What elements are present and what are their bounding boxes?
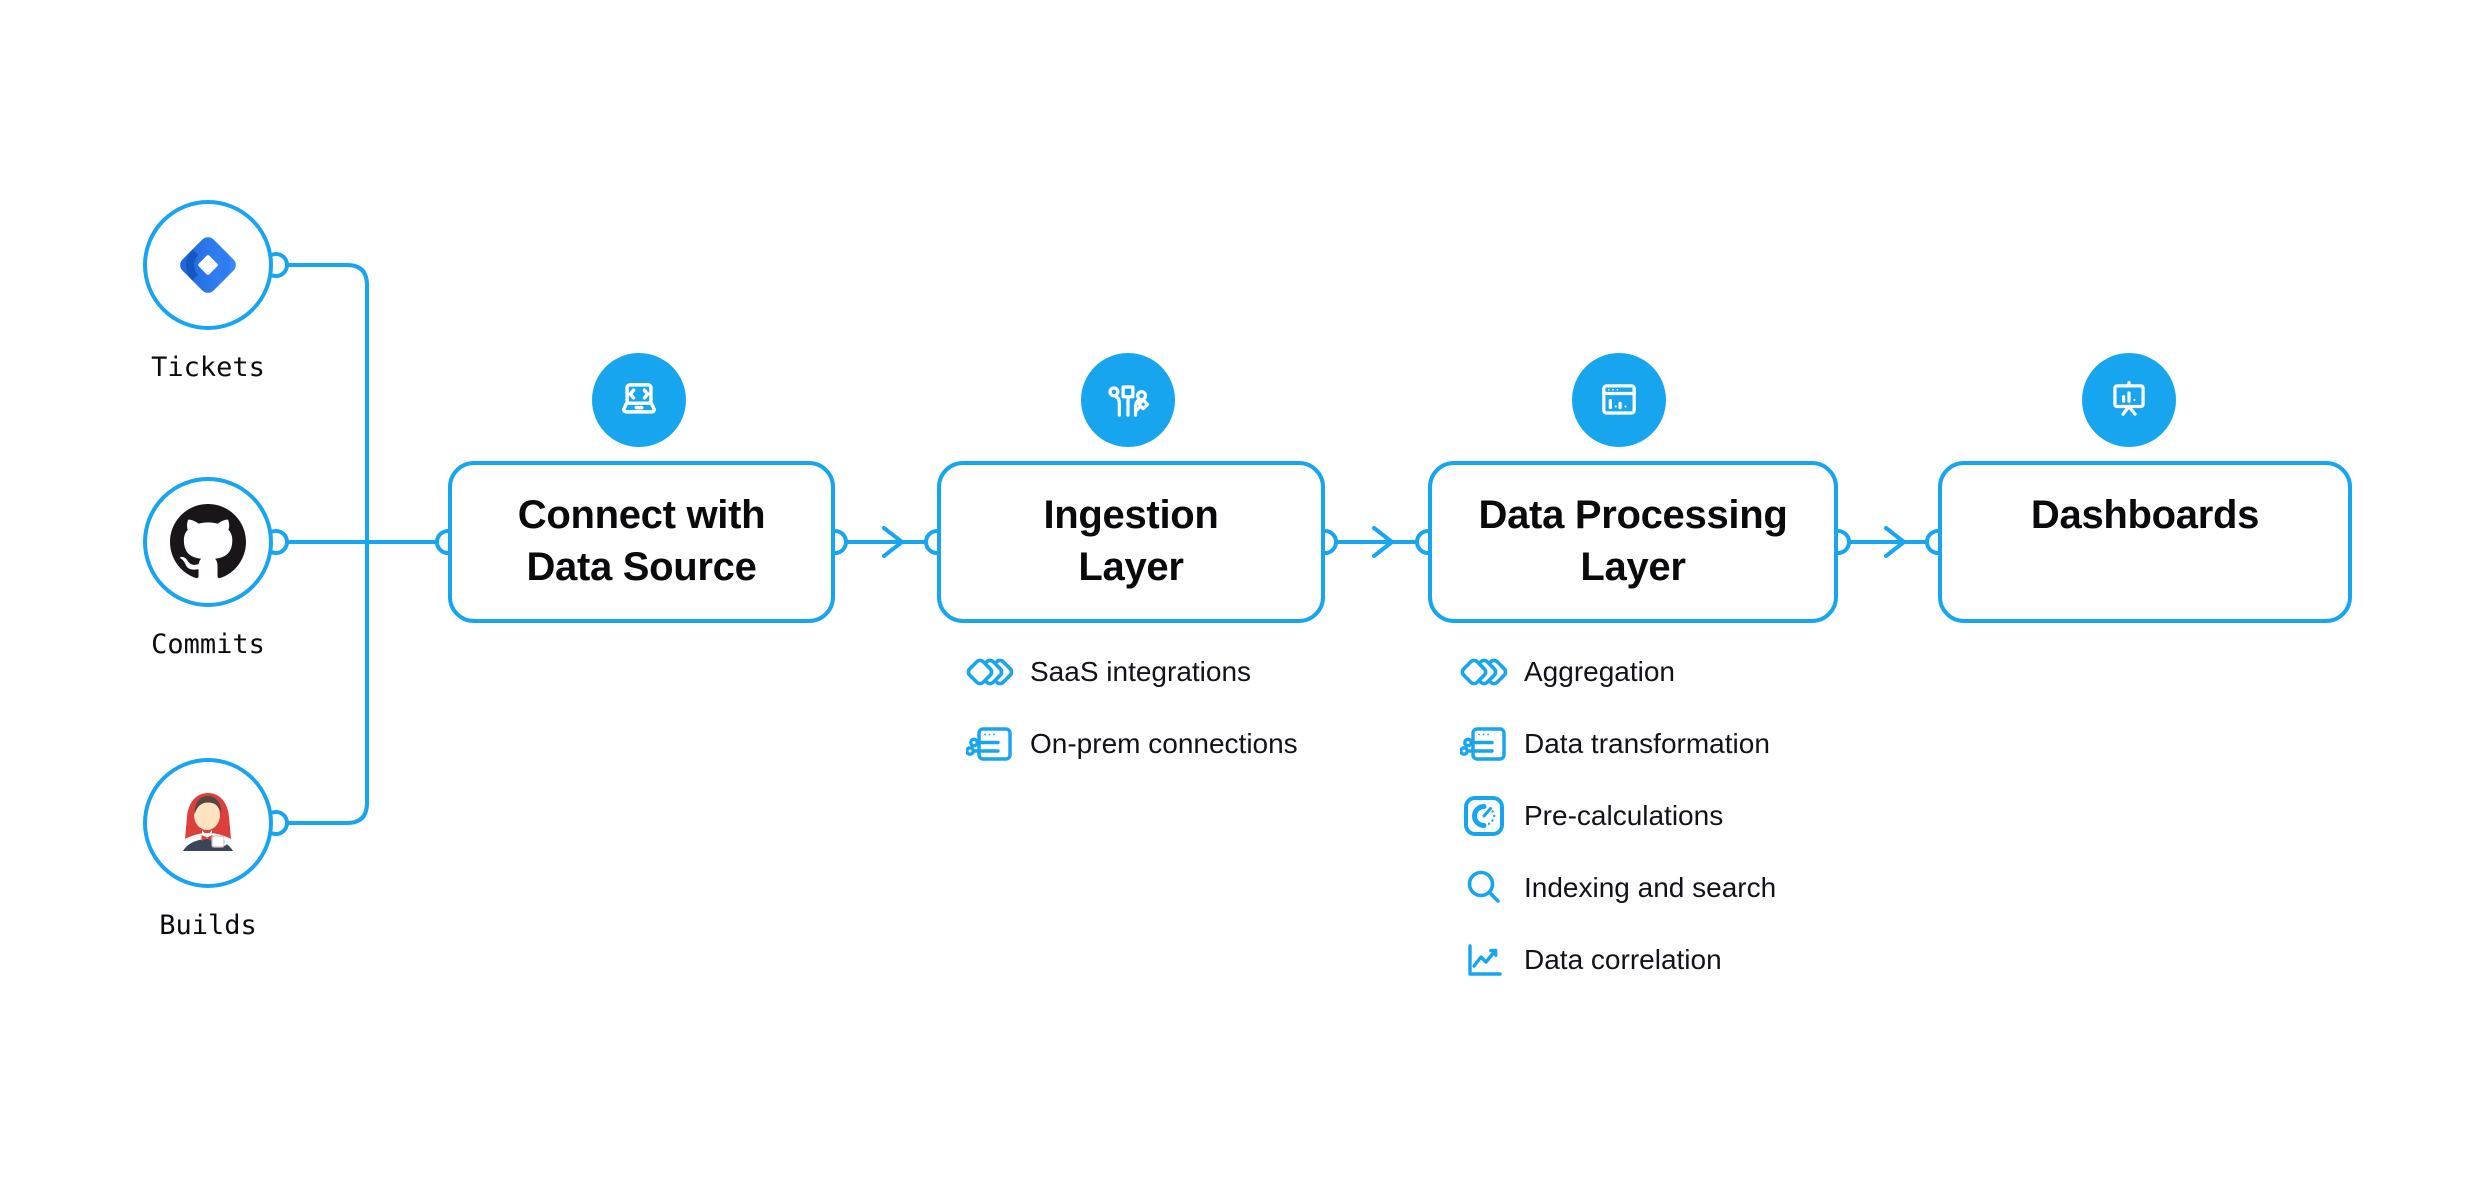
diamonds-icon [1460, 648, 1508, 696]
arrowhead-icon [882, 526, 904, 558]
list-item: Indexing and search [1460, 864, 1776, 912]
list-item: On-prem connections [966, 720, 1298, 768]
gauge-icon [1460, 792, 1508, 840]
window-sliders-icon [966, 720, 1014, 768]
line-chart-icon [1460, 936, 1508, 984]
list-item: Aggregation [1460, 648, 1776, 696]
feature-label: Data correlation [1524, 944, 1722, 975]
stage-title: Connect with Data Source [517, 493, 766, 589]
source-label-builds: Builds [159, 910, 257, 941]
feature-label: Aggregation [1524, 656, 1676, 687]
list-item: Data transformation [1460, 720, 1776, 768]
stage-box-connect-with-data-source: Connect with Data Source [448, 461, 835, 623]
stage-box-data-processing-layer: Data Processing Layer [1428, 461, 1838, 623]
source-circle-commits [143, 477, 273, 607]
search-icon [1460, 864, 1508, 912]
stage-box-ingestion-layer: Ingestion Layer [937, 461, 1325, 623]
feature-label: Indexing and search [1524, 872, 1777, 903]
feature-label: Data transformation [1524, 728, 1770, 759]
feature-label: SaaS integrations [1030, 656, 1252, 687]
stage-title: Data Processing Layer [1478, 493, 1788, 589]
arrowhead-icon [1372, 526, 1394, 558]
presentation-chart-icon [2082, 353, 2176, 447]
circuit-icon [1081, 353, 1175, 447]
source-circle-tickets [143, 200, 273, 330]
processing-feature-list: Aggregation Data transformation [1460, 648, 1776, 1008]
stage-title: Dashboards [2030, 493, 2260, 537]
feature-label: On-prem connections [1030, 728, 1298, 759]
list-item: Pre-calculations [1460, 792, 1776, 840]
list-item: Data correlation [1460, 936, 1776, 984]
jira-icon [180, 237, 236, 293]
laptop-code-icon [592, 353, 686, 447]
ingestion-feature-list: SaaS integrations On-prem connections [966, 648, 1298, 792]
source-circle-builds [143, 758, 273, 888]
jenkins-icon [183, 793, 233, 851]
source-label-tickets: Tickets [151, 352, 265, 383]
diamonds-icon [966, 648, 1014, 696]
feature-label: Pre-calculations [1524, 800, 1724, 831]
window-sliders-icon [1460, 720, 1508, 768]
github-icon [170, 504, 246, 579]
stage-title: Ingestion Layer [1043, 493, 1219, 589]
arrowhead-icon [1884, 526, 1906, 558]
stage-box-dashboards: Dashboards [1938, 461, 2352, 623]
source-label-commits: Commits [151, 629, 265, 660]
window-chart-icon [1572, 353, 1666, 447]
list-item: SaaS integrations [966, 648, 1298, 696]
